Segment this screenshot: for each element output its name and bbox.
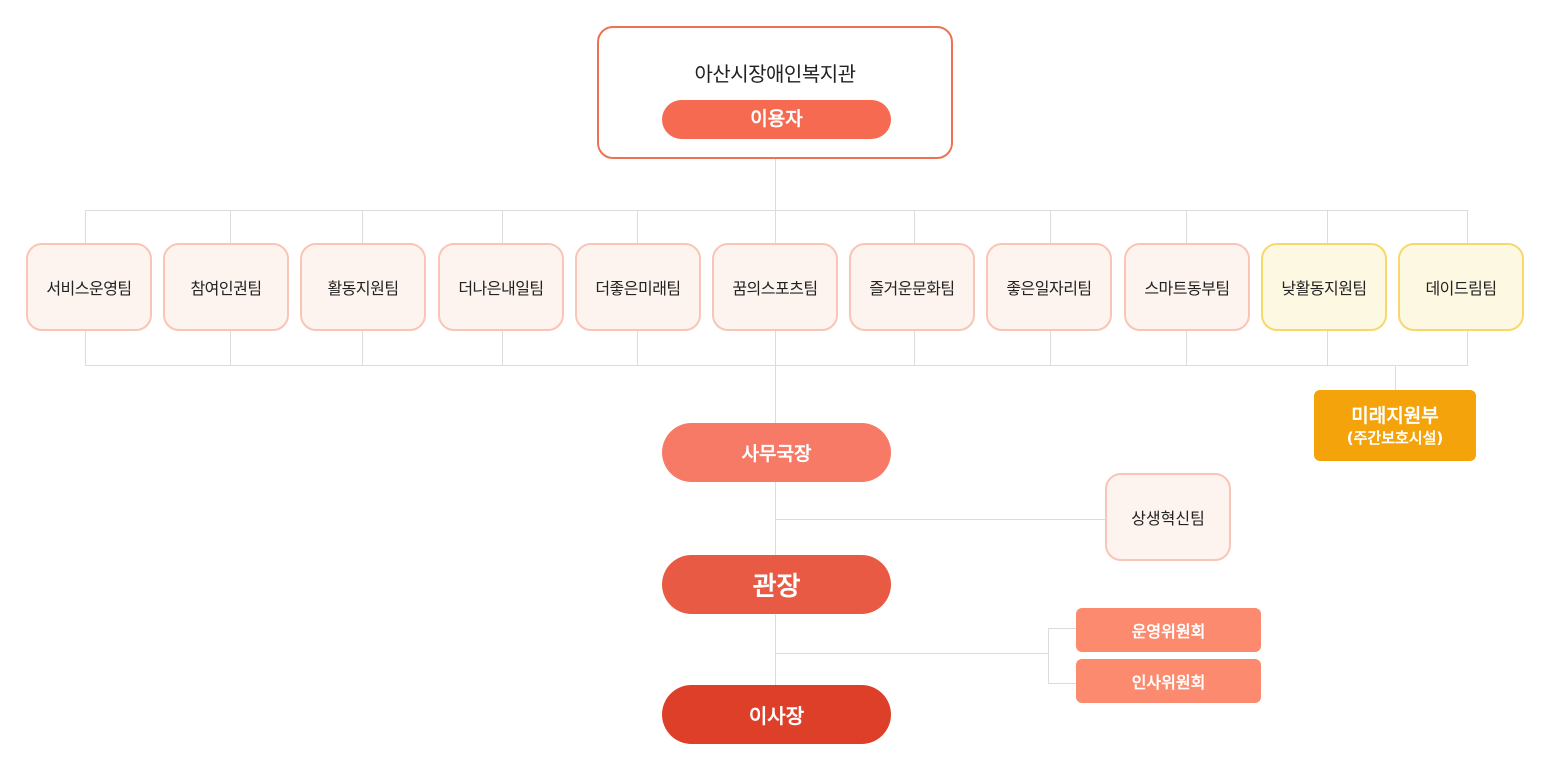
- secretary-general-pill: 사무국장: [662, 423, 891, 482]
- connector-team-5-bottom: [637, 331, 638, 365]
- connector-team-4-bottom: [502, 331, 503, 365]
- connector-team-5-top: [637, 210, 638, 243]
- organization-name: 아산시장애인복지관: [694, 62, 856, 86]
- connector-committees-vertical: [1048, 628, 1049, 684]
- future-department-subtitle: (주간보호시설): [1346, 428, 1444, 447]
- connector-team-1-bottom: [85, 331, 86, 365]
- connector-team-2-top: [230, 210, 231, 243]
- future-department-title: 미래지원부: [1351, 404, 1439, 427]
- connector-committee-1: [1048, 628, 1076, 629]
- connector-spine: [775, 331, 776, 685]
- connector-team-9-top: [1186, 210, 1187, 243]
- team-box-better-future: 더좋은미래팀: [575, 243, 701, 331]
- connector-team-3-bottom: [362, 331, 363, 365]
- team-box-service-operations: 서비스운영팀: [26, 243, 152, 331]
- connector-team-1-top: [85, 210, 86, 243]
- team-box-participation-rights: 참여인권팀: [163, 243, 289, 331]
- connector-team-11-bottom: [1467, 331, 1468, 365]
- personnel-committee-box: 인사위원회: [1076, 659, 1261, 703]
- connector-top-vertical: [775, 159, 776, 243]
- organization-box: 아산시장애인복지관 이용자: [597, 26, 953, 159]
- team-box-better-tomorrow: 더나은내일팀: [438, 243, 564, 331]
- connector-committees-horizontal: [775, 653, 1048, 654]
- connector-team-4-top: [502, 210, 503, 243]
- users-badge: 이용자: [662, 100, 891, 139]
- future-department-box: 미래지원부 (주간보호시설): [1314, 390, 1476, 461]
- chairman-pill: 이사장: [662, 685, 891, 744]
- operations-committee-box: 운영위원회: [1076, 608, 1261, 652]
- team-box-smart-dongbu: 스마트동부팀: [1124, 243, 1250, 331]
- connector-teams-bottom-bar: [85, 365, 1468, 366]
- connector-team-11-top: [1467, 210, 1468, 243]
- connector-team-8-bottom: [1050, 331, 1051, 365]
- connector-team-10-top: [1327, 210, 1328, 243]
- connector-team-3-top: [362, 210, 363, 243]
- connector-team-7-bottom: [914, 331, 915, 365]
- connector-team-2-bottom: [230, 331, 231, 365]
- team-box-daydream: 데이드림팀: [1398, 243, 1524, 331]
- team-box-dream-sports: 꿈의스포츠팀: [712, 243, 838, 331]
- connector-team-10-bottom: [1327, 331, 1328, 365]
- connector-innovation-team: [775, 519, 1105, 520]
- team-box-joyful-culture: 즐거운문화팀: [849, 243, 975, 331]
- connector-teams-top-bar: [85, 210, 1468, 211]
- team-box-good-jobs: 좋은일자리팀: [986, 243, 1112, 331]
- connector-future-dept: [1395, 365, 1396, 390]
- team-box-activity-support: 활동지원팀: [300, 243, 426, 331]
- director-pill: 관장: [662, 555, 891, 614]
- innovation-team-box: 상생혁신팀: [1105, 473, 1231, 561]
- connector-team-7-top: [914, 210, 915, 243]
- connector-committee-2: [1048, 683, 1076, 684]
- connector-team-9-bottom: [1186, 331, 1187, 365]
- team-box-day-activity-support: 낮활동지원팀: [1261, 243, 1387, 331]
- connector-team-8-top: [1050, 210, 1051, 243]
